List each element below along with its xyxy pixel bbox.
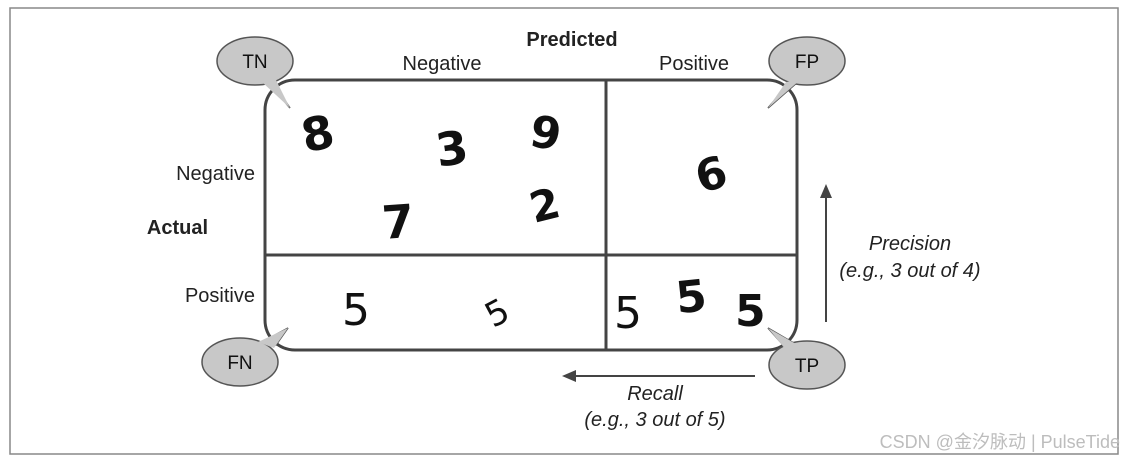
precision-arrow [820,184,832,322]
bubble-tn: TN [216,36,294,109]
recall-label: Recall [627,383,683,405]
row-label-negative: Negative [176,163,255,185]
bubble-tp-label: TP [795,356,819,377]
precision-label: Precision [869,233,951,255]
tp-digit-1: 5 [614,288,642,339]
matrix-box [263,78,799,352]
tp-digit-3: 5 [735,286,766,337]
row-label-positive: Positive [185,285,255,307]
recall-arrow [562,370,755,382]
column-label-positive: Positive [659,53,729,75]
predicted-header: Predicted [526,29,617,51]
bubble-fn-label: FN [227,353,252,374]
bubble-fp-label: FP [795,52,819,73]
tp-cell: 5 5 5 [614,270,766,339]
bubble-fp: FP [767,36,846,109]
bubble-fn: FN [201,327,289,387]
precision-example: (e.g., 3 out of 4) [839,260,980,282]
tp-digit-2: 5 [673,270,709,324]
bubble-tp: TP [767,327,846,390]
fn-digit-1: 5 [342,285,370,336]
actual-header: Actual [147,217,208,239]
watermark: CSDN @金汐脉动 | PulseTide [880,432,1120,452]
bubble-tn-label: TN [242,52,267,73]
recall-example: (e.g., 3 out of 5) [584,409,725,431]
tn-digit-4: 7 [380,194,416,250]
tn-digit-2: 3 [432,120,471,178]
column-label-negative: Negative [403,53,482,75]
